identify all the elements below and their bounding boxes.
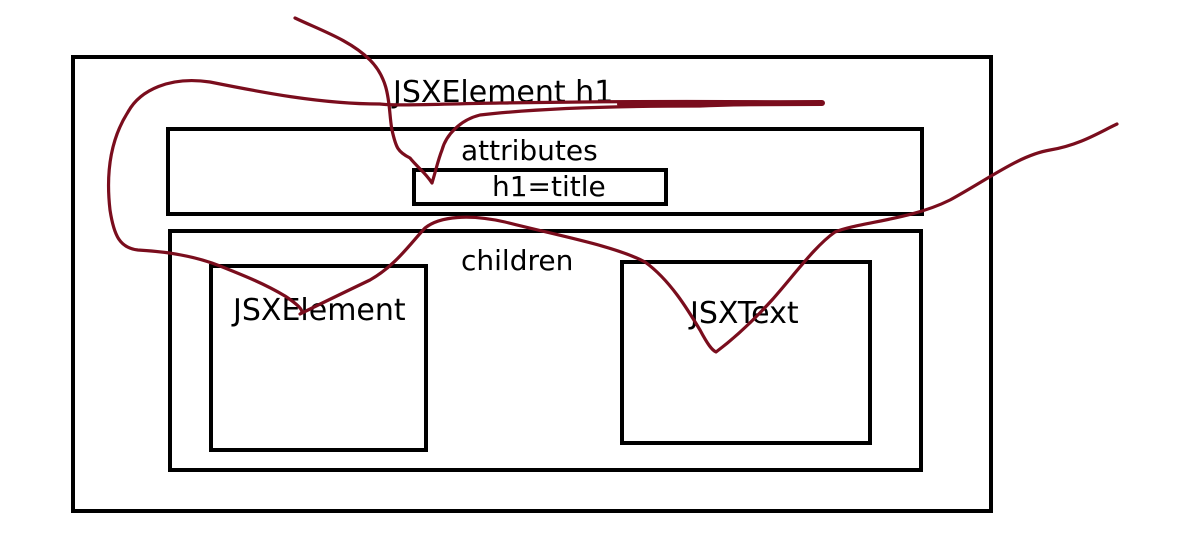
children-label: children [461, 244, 573, 277]
attributes-box [166, 127, 924, 216]
annotation-underline-mark [617, 100, 825, 107]
attribute-item-box [412, 168, 668, 206]
child-text-box [620, 260, 872, 445]
child-element-label: JSXElement [231, 293, 406, 328]
traversal-annotation-stroke [107, 16, 1119, 354]
child-element-box [209, 264, 428, 452]
child-text-label: JSXText [688, 296, 799, 331]
attributes-label: attributes [461, 134, 598, 167]
root-node-box [71, 55, 993, 513]
attribute-item-label: h1=title [492, 170, 606, 203]
